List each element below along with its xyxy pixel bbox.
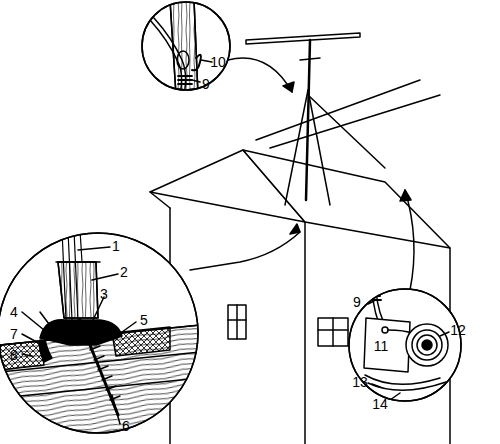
callout-number: 10 <box>208 54 228 70</box>
callout-number: 12 <box>448 322 468 338</box>
callout-number: 5 <box>138 312 150 328</box>
callout-number: 1 <box>110 238 122 254</box>
callout-number: 14 <box>370 396 390 412</box>
callout-number: 4 <box>8 304 20 320</box>
bottom-right-inset <box>349 289 461 401</box>
bottom-left-inset <box>0 230 200 444</box>
callout-number: 7 <box>8 326 20 342</box>
callout-number: 9 <box>200 76 212 92</box>
callout-number: 9 <box>351 294 363 310</box>
callout-number: 2 <box>118 264 130 280</box>
top-inset <box>142 0 230 95</box>
callout-number: 11 <box>372 338 391 354</box>
callout-number: 13 <box>350 374 370 390</box>
callout-number: 8 <box>8 347 20 363</box>
callout-number: 3 <box>98 286 110 302</box>
callout-number: 6 <box>120 418 132 434</box>
callout-arrows <box>190 58 414 290</box>
antenna <box>246 33 440 205</box>
